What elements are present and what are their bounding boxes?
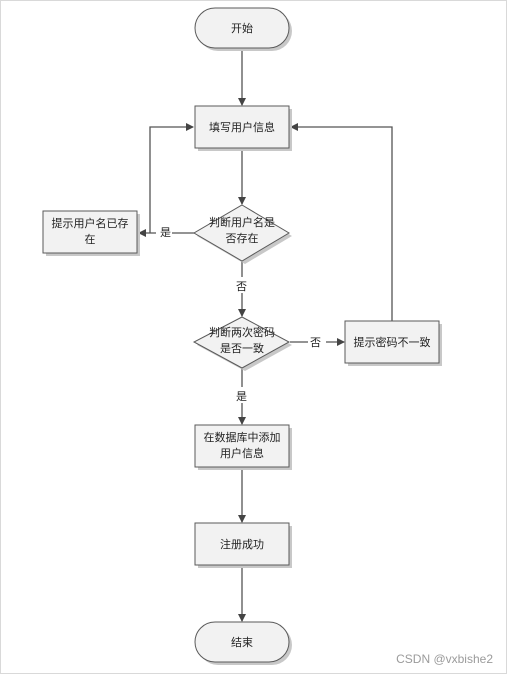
node-end-label: 结束 [231,636,253,649]
edge-label-username-no: 否 [236,280,247,293]
node-add-to-db-line2: 用户信息 [220,446,264,460]
node-password-mismatch-label: 提示密码不一致 [354,335,431,349]
node-fill-info: 填写用户信息 [194,105,292,151]
node-add-to-db-line1: 在数据库中添加 [204,430,281,444]
node-check-password-line1: 判断两次密码 [209,325,275,339]
node-check-password: 判断两次密码 是否一致 [192,316,292,371]
node-username-exists: 提示用户名已存 在 [42,210,140,256]
node-add-to-db: 在数据库中添加 用户信息 [194,424,292,470]
node-register-success: 注册成功 [194,522,292,568]
edge-label-username-yes: 是 [160,226,171,239]
node-start: 开始 [194,7,292,51]
edge-username-exists-loop [149,123,194,233]
watermark: CSDN @vxbishe2 [396,652,493,666]
node-password-mismatch: 提示密码不一致 [344,320,442,366]
edge-label-password-no: 否 [310,336,321,349]
node-check-username-line2: 否存在 [226,231,259,245]
node-check-username-line1: 判断用户名是 [209,215,275,229]
node-fill-info-label: 填写用户信息 [209,120,275,134]
node-end: 结束 [194,621,292,665]
node-check-password-line2: 是否一致 [220,341,264,355]
node-username-exists-line2: 在 [85,233,96,246]
edge-mismatch-loop [290,123,393,321]
node-username-exists-line1: 提示用户名已存 [52,216,129,230]
edge-label-password-yes: 是 [236,390,247,403]
node-start-label: 开始 [231,21,253,35]
node-check-username: 判断用户名是 否存在 [193,204,292,264]
node-register-success-label: 注册成功 [220,537,264,551]
